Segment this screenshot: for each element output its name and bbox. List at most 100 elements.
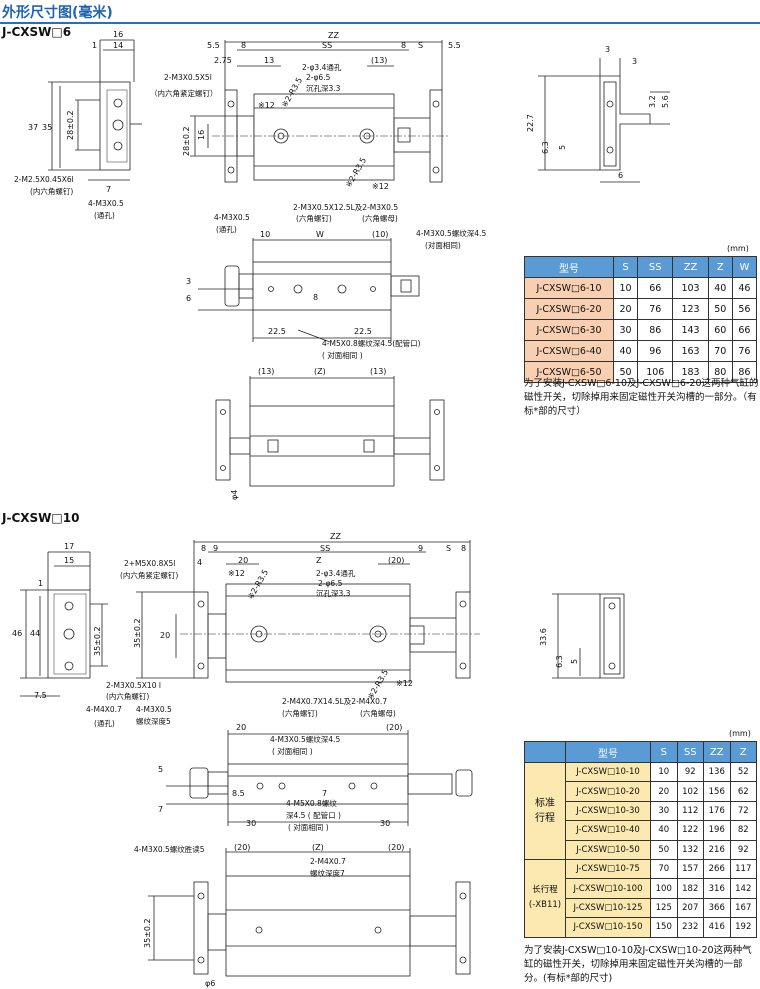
page-title: 外形尺寸图(毫米) bbox=[2, 5, 113, 21]
table-cell: 92 bbox=[729, 839, 757, 860]
table-cell: 82 bbox=[729, 820, 757, 841]
table-cell: 76 bbox=[637, 298, 674, 320]
table-header-corner bbox=[524, 741, 566, 763]
dim: 8 bbox=[241, 41, 246, 50]
dim: 1 bbox=[92, 41, 97, 50]
dim: 37 bbox=[28, 123, 38, 132]
dim: (13) bbox=[258, 367, 274, 376]
table-cell: 40 bbox=[650, 820, 678, 841]
table-cell: 216 bbox=[703, 839, 731, 860]
dim: (13) bbox=[370, 367, 386, 376]
table-cell: 20 bbox=[650, 781, 678, 802]
label: 4-M3X0.5螺纹深4.5 bbox=[270, 734, 340, 744]
label: (通孔) bbox=[94, 210, 115, 220]
front-view-6 bbox=[198, 238, 420, 343]
label: 2-M3X0.5X10 l bbox=[106, 681, 161, 690]
side-view-10 bbox=[20, 551, 108, 697]
dim: 20 bbox=[236, 723, 246, 732]
dim: 46 bbox=[12, 629, 22, 638]
dim: (20) bbox=[388, 556, 404, 565]
table-cell: 150 bbox=[650, 917, 678, 938]
dim: S bbox=[418, 41, 423, 50]
label: 沉孔深3.3 bbox=[316, 589, 351, 598]
label: 4-M4X0.7 bbox=[86, 705, 122, 714]
dim: 5.5 bbox=[207, 41, 220, 50]
table-header: ZZ bbox=[703, 741, 731, 763]
label: 4-M3X0.5 bbox=[136, 705, 172, 714]
table-header: SS bbox=[637, 256, 674, 278]
dim: 6 bbox=[186, 294, 191, 303]
table-cell: 156 bbox=[703, 781, 731, 802]
label: 2-φ3.4通孔 bbox=[302, 62, 342, 72]
dim: ※12 bbox=[396, 679, 413, 688]
label: (六角螺钉) bbox=[282, 708, 318, 718]
detail-view-10 bbox=[552, 593, 625, 679]
group-label-standard: 标准 行程 bbox=[524, 762, 566, 860]
table-cell: 183 bbox=[672, 361, 709, 383]
dim: 7 bbox=[158, 805, 163, 814]
dim: 22.7 bbox=[526, 114, 535, 132]
table-cell: 157 bbox=[676, 858, 704, 880]
section-title-10: J-CXSW□10 bbox=[2, 511, 80, 525]
table-cell: 102 bbox=[676, 781, 704, 802]
table-cell: 96 bbox=[637, 340, 674, 362]
table-header: Z bbox=[707, 256, 733, 278]
label: (六角螺母) bbox=[362, 213, 398, 223]
bottom-view-6 bbox=[215, 376, 445, 487]
dim: (20) bbox=[234, 843, 250, 852]
label: 2-M2.5X0.45X6l bbox=[14, 175, 74, 184]
table-cell: J-CXSW□10-10 bbox=[565, 761, 651, 783]
table-cell: 46 bbox=[731, 277, 758, 299]
table-cell: 56 bbox=[731, 298, 758, 320]
label: (内六角螺钉) bbox=[106, 691, 149, 701]
dim: 20 bbox=[160, 631, 170, 640]
table-cell: J-CXSW□10-150 bbox=[565, 917, 651, 938]
dim: Z bbox=[316, 556, 322, 565]
table-cell: 52 bbox=[729, 761, 757, 783]
label: ( 对面相同 ) bbox=[322, 350, 363, 360]
dim: 6 bbox=[618, 171, 623, 180]
table-cell: 40 bbox=[612, 340, 639, 362]
note-6: 为了安装J-CXSW□6-10及J-CXSW□6-20这两种气缸的磁性开关，切除… bbox=[524, 378, 759, 417]
dim: ZZ bbox=[330, 532, 341, 541]
dim: 22.5 bbox=[268, 327, 286, 336]
label: 2-M3X0.5X5l bbox=[164, 73, 212, 82]
table-cell: 80 bbox=[707, 361, 733, 383]
table-cell: 70 bbox=[650, 858, 678, 880]
table-cell: 416 bbox=[703, 917, 731, 938]
table-header: S bbox=[612, 256, 639, 278]
table-cell: J-CXSW□6-10 bbox=[524, 277, 614, 299]
label: 4-M3X0.5螺纹深4.5 bbox=[416, 228, 486, 238]
dim: 5 bbox=[558, 145, 567, 150]
dim: φ4 bbox=[230, 490, 239, 500]
table-cell: J-CXSW□10-30 bbox=[565, 800, 651, 822]
label: 螺纹深度5 bbox=[136, 716, 171, 726]
table-cell: 103 bbox=[672, 277, 709, 299]
label: 4-M3X0.5螺纹胜读5 bbox=[134, 844, 205, 854]
table-cell: J-CXSW□10-100 bbox=[565, 878, 651, 899]
table-header: Z bbox=[729, 741, 757, 763]
table-header: SS bbox=[676, 741, 704, 763]
table-cell: 117 bbox=[729, 858, 757, 880]
label: 2-M4X0.7X14.5L及2-M4X0.7 bbox=[282, 697, 387, 706]
dim: 8.5 bbox=[232, 789, 245, 798]
dim: 8 bbox=[461, 544, 466, 553]
label: （内六角紧定螺钉） bbox=[150, 88, 218, 98]
dim: 3 bbox=[632, 57, 637, 66]
table-cell: 20 bbox=[612, 298, 639, 320]
unit-label-10: (mm) bbox=[729, 729, 751, 738]
dim: (Z) bbox=[314, 367, 326, 376]
front-view-10 bbox=[166, 730, 473, 826]
table-cell: 112 bbox=[676, 800, 704, 822]
dim: 8 bbox=[401, 41, 406, 50]
table-cell: 66 bbox=[637, 277, 674, 299]
dim: ZZ bbox=[328, 31, 339, 40]
label: 4-M3X0.5 bbox=[88, 199, 124, 208]
page-header: 外形尺寸图(毫米) bbox=[0, 0, 760, 24]
